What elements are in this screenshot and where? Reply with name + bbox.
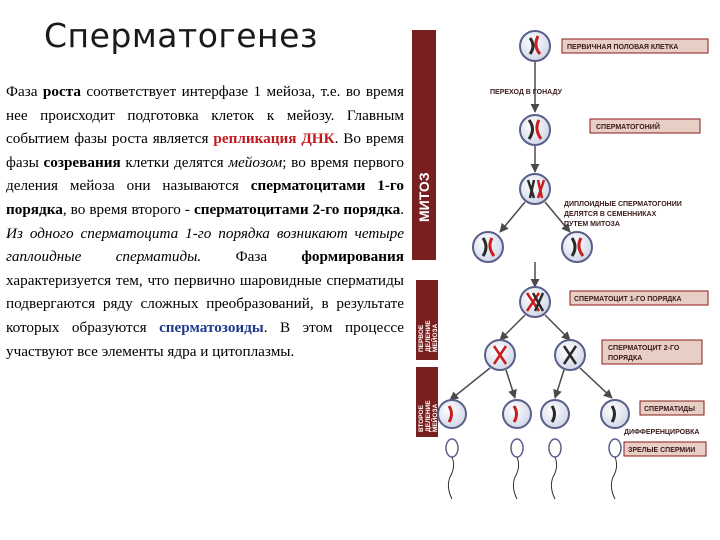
term-spermatocytes-2: сперматоцитами 2-го порядка <box>194 200 401 218</box>
label-box <box>589 118 701 134</box>
label-spermatocyte-2-line2: ПОРЯДКА <box>608 355 642 362</box>
label-box <box>639 400 705 416</box>
primary-germ-cell <box>519 30 551 62</box>
meiosis1-line3: МЕЙОЗА <box>430 323 439 352</box>
arrow <box>449 367 491 401</box>
slide-title: Сперматогенез <box>44 16 318 55</box>
body-text: Фаза роста соответствует интерфазе 1 мей… <box>6 80 404 363</box>
meiosis2-band <box>416 367 438 437</box>
label-diploid-3: ПУТЕМ МИТОЗА <box>564 221 620 228</box>
spermatocyte-2-left <box>484 339 516 371</box>
arrow <box>553 369 565 399</box>
text-run: клетки делятся <box>120 153 229 171</box>
spermatogenesis-diagram: МИТОЗ ПЕРВОЕ ДЕЛЕНИЕ МЕЙОЗА ВТОРОЕ ДЕЛЕН… <box>412 22 712 522</box>
text-run: . <box>400 200 404 218</box>
meiosis1-line1: ПЕРВОЕ <box>418 324 425 352</box>
text-run: . Во время фазы <box>6 130 404 171</box>
label-spermatocyte-2-line1: СПЕРМАТОЦИТ 2-ГО <box>608 345 680 352</box>
sperm-4 <box>608 438 622 500</box>
sperm-3 <box>548 438 562 500</box>
label-spermatids: СПЕРМАТИДЫ <box>644 406 695 413</box>
term-formation: формирования <box>301 248 404 266</box>
sperm-1 <box>445 438 459 500</box>
label-spermatogonium: СПЕРМАТОГОНИЙ <box>596 122 660 131</box>
label-differentiation: ДИФФЕРЕНЦИРОВКА <box>624 429 700 436</box>
italic-statement: Из одного сперматоцита 1-го порядка возн… <box>6 224 404 266</box>
term-maturation: созревания <box>43 153 121 171</box>
text-run: ; во время первого деления мейоза они на… <box>6 153 404 195</box>
text-run: соответствует интерфазе 1 мейоза, т.е. в… <box>6 83 404 148</box>
label-box <box>561 38 709 54</box>
arrow <box>499 201 526 233</box>
term-meiosis: мейозом <box>228 153 283 171</box>
text-run: Фаза <box>201 248 302 266</box>
text-run: характеризуется тем, что первично шарови… <box>6 271 404 336</box>
mitosis-band <box>412 30 436 260</box>
meiosis2-line3: МЕЙОЗА <box>430 403 439 432</box>
label-diploid-2: ДЕЛЯТСЯ В СЕМЕННИКАХ <box>564 211 657 218</box>
term-growth: роста <box>42 83 81 100</box>
spermatogonium-cell <box>519 114 551 146</box>
spermatocyte-2-right <box>554 339 586 371</box>
label-spermatocyte-1: СПЕРМАТОЦИТ 1-ГО ПОРЯДКА <box>574 296 682 303</box>
arrow <box>544 201 571 233</box>
spermatid-1 <box>437 399 467 429</box>
meiosis1-band <box>416 280 438 360</box>
meiosis2-line1: ВТОРОЕ <box>418 404 425 432</box>
text-run: Фаза <box>6 83 43 100</box>
diploid-spermatogonium-right <box>561 231 593 263</box>
term-spermatozoa: сперматозоиды <box>159 318 264 336</box>
dividing-spermatogonium <box>519 173 551 205</box>
meiosis2-line2: ДЕЛЕНИЕ <box>425 400 432 432</box>
spermatocyte-1-cell <box>519 286 551 318</box>
label-primary-germ-cell: ПЕРВИЧНАЯ ПОЛОВАЯ КЛЕТКА <box>567 44 678 51</box>
spermatid-4 <box>600 399 630 429</box>
arrow <box>544 314 571 341</box>
mitosis-band-label: МИТОЗ <box>416 172 432 222</box>
meiosis1-line2: ДЕЛЕНИЕ <box>425 320 432 352</box>
label-box <box>623 441 707 457</box>
label-box <box>601 339 703 365</box>
label-mature-sperm: ЗРЕЛЫЕ СПЕРМИИ <box>628 447 695 454</box>
arrow <box>579 367 613 399</box>
arrow <box>505 369 517 399</box>
term-dna-replication: репликация ДНК <box>213 130 335 148</box>
label-to-gonad: ПЕРЕХОД В ГОНАДУ <box>490 89 563 96</box>
label-diploid-1: ДИПЛОИДНЫЕ СПЕРМАТОГОНИИ <box>564 201 682 208</box>
text-run: . В этом процессе участвуют все элементы… <box>6 318 404 360</box>
arrow <box>499 314 526 341</box>
label-box <box>569 290 709 306</box>
spermatid-2 <box>502 399 532 429</box>
diploid-spermatogonium-left <box>472 231 504 263</box>
term-spermatocytes-1: сперматоцитами 1-го порядка <box>6 177 405 218</box>
spermatid-3 <box>540 399 570 429</box>
text-run: , во время второго - <box>62 200 194 218</box>
sperm-2 <box>510 438 524 500</box>
